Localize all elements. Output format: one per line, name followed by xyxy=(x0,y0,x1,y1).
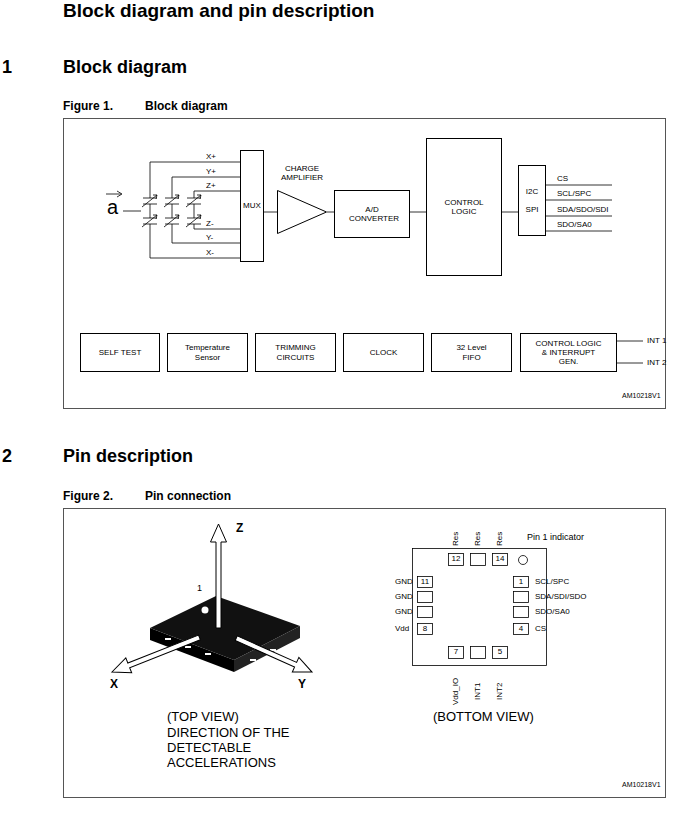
pin-name: INT 1 xyxy=(647,336,666,345)
pin-number: 12 xyxy=(448,554,464,563)
figure-code: AM10218V1 xyxy=(622,392,661,400)
pin-name: Res xyxy=(451,532,460,546)
figure-number: Figure 2. xyxy=(63,490,113,504)
node-text: I2C xyxy=(526,187,538,196)
pin-name: CS xyxy=(535,624,546,633)
signal-wire xyxy=(264,212,277,213)
pin-number: 4 xyxy=(513,624,529,633)
pin-number: 8 xyxy=(417,624,433,633)
section-number: 1 xyxy=(2,57,12,78)
signal-name: Z- xyxy=(206,219,214,228)
interface-block: I2C SPI xyxy=(518,165,546,236)
control-logic-block: CONTROL LOGIC xyxy=(426,138,502,276)
pin-number: 11 xyxy=(417,577,433,586)
charge-amplifier: CHARGE AMPLIFIER xyxy=(277,164,327,236)
signal-name: Y+ xyxy=(206,167,216,176)
signal-name: X+ xyxy=(206,152,216,161)
pin-name: GND xyxy=(395,607,413,616)
node-text: SPI xyxy=(526,205,539,214)
node-text: Temperature Sensor xyxy=(181,343,235,361)
pin-name: Res xyxy=(473,532,482,546)
pin-name: Res xyxy=(495,532,504,546)
page-heading: Block diagram and pin description xyxy=(63,0,374,22)
pin-name: GND xyxy=(395,577,413,586)
fifo-block: 32 Level FIFO xyxy=(431,333,512,372)
converter-block: A/D CONVERTER xyxy=(334,190,410,238)
pin-name: SDO/SA0 xyxy=(535,607,570,616)
capacitor-symbol xyxy=(164,195,179,227)
signal-name: Z+ xyxy=(206,181,216,190)
figure-title: Block diagram xyxy=(145,100,228,114)
pin-name: SDO/SA0 xyxy=(557,220,592,229)
mux-block: MUX xyxy=(240,150,264,262)
pin-number: 7 xyxy=(448,647,464,656)
figure-frame xyxy=(64,119,666,409)
pin-name: INT1 xyxy=(473,683,482,700)
signal-wire xyxy=(327,212,334,213)
axis-label: Z xyxy=(236,522,243,536)
node-text: A/D CONVERTER xyxy=(349,205,395,223)
amplifier-triangle xyxy=(277,190,327,234)
section-heading: Pin description xyxy=(63,446,193,467)
interrupt-block: CONTROL LOGIC & INTERRUPT GEN. xyxy=(520,333,617,372)
trimming-block: TRIMMING CIRCUITS xyxy=(255,333,336,372)
pin-name: GND xyxy=(395,592,413,601)
pin-number: 1 xyxy=(513,577,529,586)
section-heading: Block diagram xyxy=(63,57,187,78)
node-text: CHARGE AMPLIFIER xyxy=(277,164,327,182)
pin-number: 14 xyxy=(492,554,508,563)
node-text: CONTROL LOGIC xyxy=(441,198,487,216)
signal-wire xyxy=(410,212,426,213)
node-text: 32 Level FIFO xyxy=(454,343,490,361)
node-text: SELF TEST xyxy=(99,348,142,357)
figure-title: Pin connection xyxy=(145,490,231,504)
pin-name: SCL/SPC xyxy=(557,189,591,198)
pin-name: INT 2 xyxy=(647,358,666,367)
view-caption: (TOP VIEW) xyxy=(167,710,239,725)
signal-name: Y- xyxy=(206,233,213,242)
pin-number: 5 xyxy=(492,647,508,656)
signal-wire xyxy=(502,212,518,213)
pin-name: Vdd_IO xyxy=(451,678,460,705)
chip-package xyxy=(150,596,300,672)
pin-name: SDA/SDO/SDI xyxy=(557,205,609,214)
capacitor-symbol xyxy=(186,195,201,227)
axis-label: Y xyxy=(298,678,306,692)
section-number: 2 xyxy=(2,446,12,467)
node-text: TRIMMING CIRCUITS xyxy=(273,343,319,361)
figure-code: AM10218V1 xyxy=(622,781,661,789)
capacitor-symbol xyxy=(142,195,157,227)
pin-name: SDA/SDI/SDO xyxy=(535,592,587,601)
view-caption: (BOTTOM VIEW) xyxy=(433,710,534,725)
axis-arrows xyxy=(109,524,315,679)
package-bottom xyxy=(413,549,547,666)
axis-label: X xyxy=(110,678,118,692)
clock-block: CLOCK xyxy=(343,333,424,372)
self-test-block: SELF TEST xyxy=(80,333,160,372)
pin-name: CS xyxy=(557,174,568,183)
callout-text: Pin 1 indicator xyxy=(527,532,584,542)
pin-name: SCL/SPC xyxy=(535,577,569,586)
node-text: MUX xyxy=(243,201,261,210)
pin-name: INT2 xyxy=(495,683,504,700)
node-text: CONTROL LOGIC & INTERRUPT GEN. xyxy=(533,339,605,367)
sensor-block: Temperature Sensor xyxy=(167,333,248,372)
figure-frame xyxy=(64,509,666,798)
view-note: DIRECTION OF THE DETECTABLE ACCELERATION… xyxy=(167,726,327,771)
acceleration-symbol: a xyxy=(107,196,118,219)
signal-name: X- xyxy=(206,248,214,257)
pin-one-mark: 1 xyxy=(197,583,202,593)
figure-number: Figure 1. xyxy=(63,100,113,114)
node-text: CLOCK xyxy=(370,348,398,357)
pin-name: Vdd xyxy=(395,624,409,633)
